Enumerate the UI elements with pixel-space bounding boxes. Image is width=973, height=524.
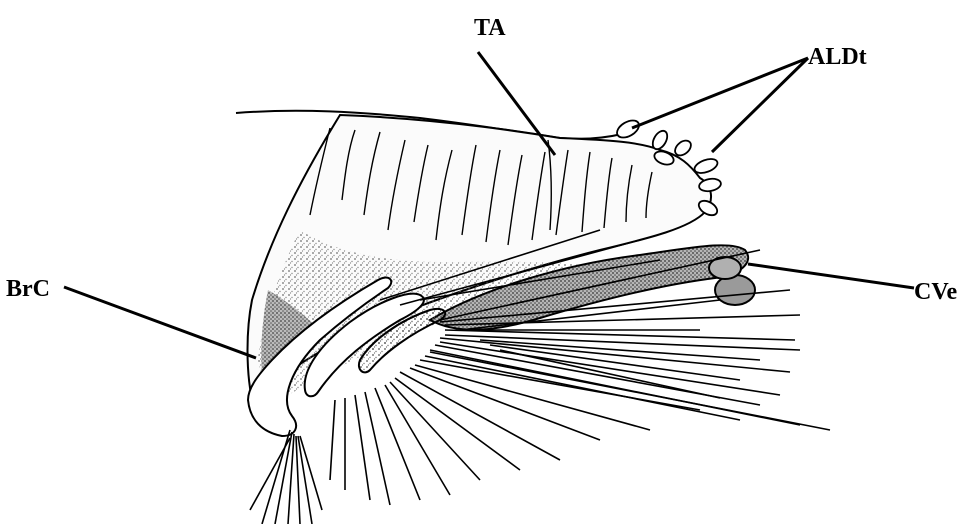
leader-line-cve <box>748 264 914 288</box>
label-brc: BrC <box>6 277 50 301</box>
label-cve: CVe <box>914 280 957 304</box>
label-ta: TA <box>474 16 506 40</box>
leader-line-brc <box>64 287 256 358</box>
basal-bristles <box>250 430 322 524</box>
label-aldt: ALDt <box>808 45 867 69</box>
leader-line-aldt-upper <box>632 58 808 128</box>
leader-line-aldt-lower <box>712 58 808 152</box>
